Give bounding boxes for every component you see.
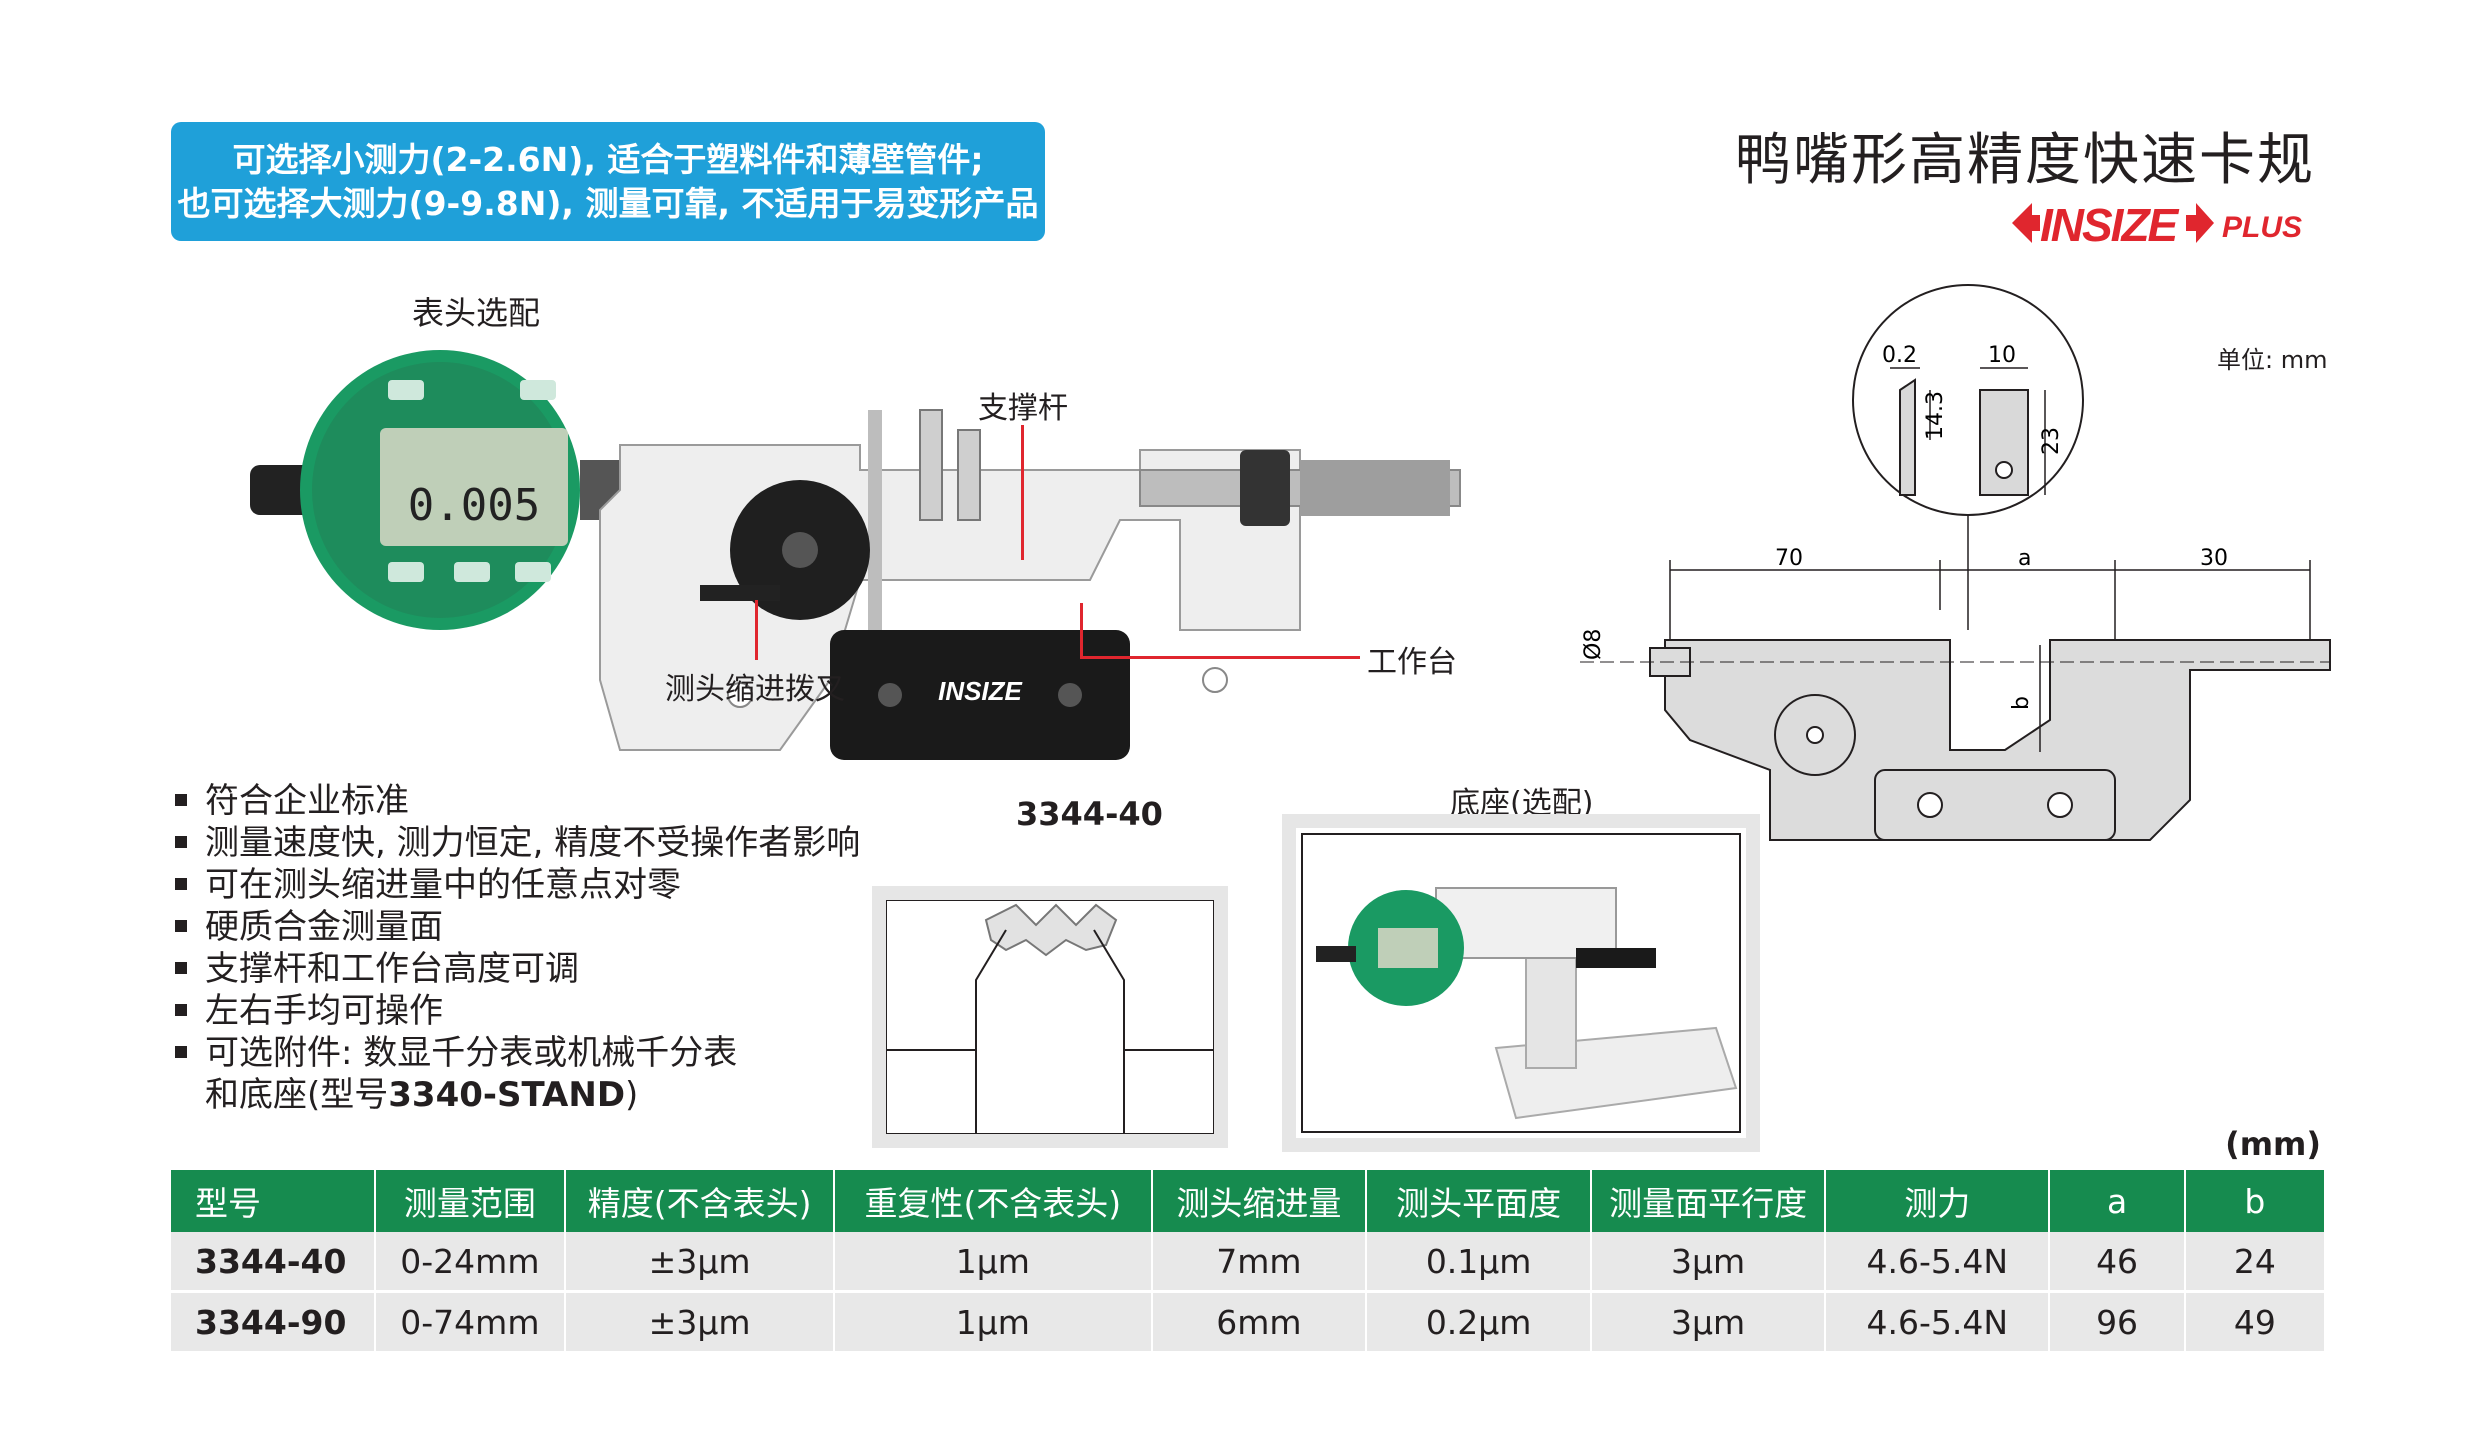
stand-photo	[1301, 833, 1741, 1133]
callout-line-workbench-v	[1080, 603, 1083, 658]
table-cell: 3344-90	[171, 1290, 376, 1351]
table-cell: 0.1µm	[1366, 1232, 1593, 1292]
brand-logo: INSIZE PLUS	[2012, 199, 2302, 251]
dim-14-3: 14.3	[1923, 391, 1948, 440]
table-cell: 46	[2049, 1232, 2186, 1292]
info-line-1: 可选择小测力(2-2.6N), 适合于塑料件和薄壁管件;	[232, 139, 984, 179]
svg-text:INSIZE: INSIZE	[2040, 199, 2180, 251]
dim-10: 10	[1988, 343, 2016, 368]
info-line-2: 也可选择大测力(9-9.8N), 测量可靠, 不适用于易变形产品	[177, 183, 1039, 223]
table-cell: 96	[2049, 1290, 2186, 1351]
jaw-closeup-panel	[872, 886, 1228, 1148]
col-header: 测力	[1825, 1170, 2051, 1232]
callout-workbench: 工作台	[1367, 645, 1457, 680]
dial-option-label: 表头选配	[412, 294, 541, 332]
table-cell: 3µm	[1591, 1290, 1827, 1351]
table-cell: 4.6-5.4N	[1825, 1290, 2051, 1351]
col-header: 测量范围	[374, 1170, 567, 1232]
col-header: 测头平面度	[1366, 1170, 1593, 1232]
technical-drawing: 0.2 10 14.3 23 70 a 30 Ø8 b	[1580, 284, 2331, 841]
dim-d8: Ø8	[1581, 629, 1606, 660]
callout-line-retract	[755, 600, 758, 660]
table-cell: 0-24mm	[374, 1232, 567, 1292]
table-unit: (mm)	[2225, 1125, 2321, 1163]
table-cell: 7mm	[1151, 1232, 1368, 1292]
spec-table: 型号 测量范围 精度(不含表头) 重复性(不含表头) 测头缩进量 测头平面度 测…	[171, 1170, 2324, 1351]
table-header-row: 型号 测量范围 精度(不含表头) 重复性(不含表头) 测头缩进量 测头平面度 测…	[171, 1170, 2324, 1232]
dim-b: b	[2009, 696, 2034, 710]
col-header: 测量面平行度	[1591, 1170, 1827, 1232]
col-header: 测头缩进量	[1151, 1170, 1368, 1232]
col-header: b	[2184, 1170, 2324, 1232]
col-header: 重复性(不含表头)	[834, 1170, 1153, 1232]
feature-item: 可在测头缩进量中的任意点对零	[175, 864, 860, 906]
feature-list: 符合企业标准 测量速度快, 测力恒定, 精度不受操作者影响 可在测头缩进量中的任…	[175, 780, 860, 1116]
table-cell: 24	[2184, 1232, 2324, 1292]
table-cell: 6mm	[1151, 1290, 1368, 1351]
feature-item: 左右手均可操作	[175, 990, 860, 1032]
feature-item: 符合企业标准	[175, 780, 860, 822]
col-header: 型号	[171, 1170, 376, 1232]
unit-label: 单位: mm	[2217, 346, 2328, 374]
feature-item: 支撑杆和工作台高度可调	[175, 948, 860, 990]
table-row: 3344-90 0-74mm ±3µm 1µm 6mm 0.2µm 3µm 4.…	[171, 1290, 2324, 1351]
jaw-closeup-drawing	[886, 900, 1214, 1134]
dim-30: 30	[2200, 546, 2228, 571]
page-title: 鸭嘴形高精度快速卡规	[1735, 128, 2315, 193]
table-cell: 1µm	[834, 1290, 1153, 1351]
feature-item: 硬质合金测量面	[175, 906, 860, 948]
col-header: 精度(不含表头)	[565, 1170, 836, 1232]
feature-item: 测量速度快, 测力恒定, 精度不受操作者影响	[175, 822, 860, 864]
table-row: 3344-40 0-24mm ±3µm 1µm 7mm 0.1µm 3µm 4.…	[171, 1232, 2324, 1292]
table-cell: 4.6-5.4N	[1825, 1232, 2051, 1292]
dim-23: 23	[2039, 427, 2064, 455]
dim-70: 70	[1775, 546, 1803, 571]
table-cell: 0.2µm	[1366, 1290, 1593, 1351]
dim-a: a	[2018, 546, 2031, 571]
table-cell: 3344-40	[171, 1232, 376, 1292]
svg-text:PLUS: PLUS	[2222, 211, 2302, 244]
info-banner: 可选择小测力(2-2.6N), 适合于塑料件和薄壁管件; 也可选择大测力(9-9…	[171, 122, 1045, 241]
callout-support-rod: 支撑杆	[978, 391, 1068, 426]
stand-panel	[1282, 814, 1760, 1152]
gauge-reading: 0.005	[408, 480, 540, 531]
col-header: a	[2049, 1170, 2186, 1232]
feature-item-tail: 和底座(型号3340-STAND)	[205, 1075, 639, 1115]
table-cell: 3µm	[1591, 1232, 1827, 1292]
product-model-label: 3344-40	[1016, 795, 1163, 833]
feature-item: 可选附件: 数显千分表或机械千分表	[175, 1032, 860, 1074]
svg-text:INSIZE: INSIZE	[938, 676, 1022, 706]
table-cell: 0-74mm	[374, 1290, 567, 1351]
table-cell: ±3µm	[565, 1290, 836, 1351]
table-cell: 49	[2184, 1290, 2324, 1351]
table-cell: 1µm	[834, 1232, 1153, 1292]
dim-0-2: 0.2	[1882, 343, 1917, 368]
product-illustration: 0.005 INSIZE	[250, 350, 1461, 760]
callout-line-support-rod	[1021, 425, 1024, 560]
table-cell: ±3µm	[565, 1232, 836, 1292]
callout-line-workbench-h	[1080, 656, 1360, 659]
callout-retract-lever: 测头缩进拨叉	[665, 672, 845, 707]
